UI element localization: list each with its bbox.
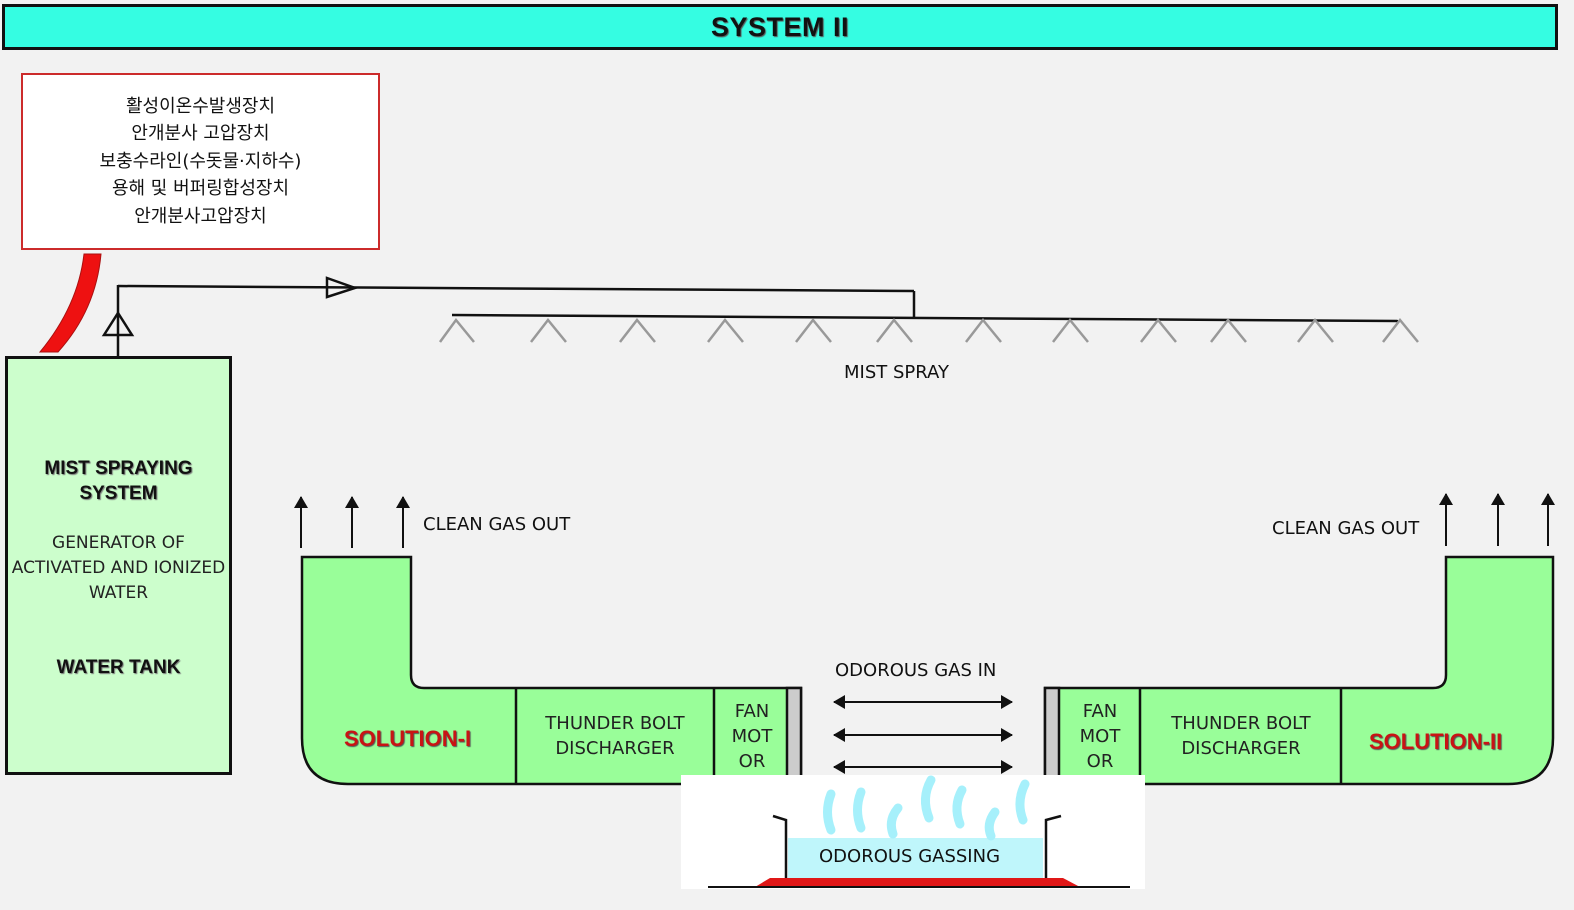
- left-fan-motor-label: FAN MOT OR: [731, 700, 773, 772]
- water-tank: MIST SPRAYING SYSTEM GENERATOR OF ACTIVA…: [5, 356, 232, 775]
- nozzle-icon: [530, 317, 567, 343]
- title-bar: SYSTEM II: [2, 4, 1558, 50]
- gas-in-arrows: [833, 695, 1013, 774]
- heater-plate: [755, 878, 1080, 887]
- nozzle-icon: [795, 317, 832, 343]
- solution-1-label: SOLUTION-I: [344, 726, 472, 751]
- note-line: 활성이온수발생장치: [125, 95, 276, 117]
- note-line: 안개분사고압장치: [134, 205, 267, 227]
- clean-gas-out-label-left: CLEAN GAS OUT: [423, 514, 571, 535]
- right-discharger-label: THUNDER BOLT DISCHARGER: [1171, 713, 1311, 759]
- nozzle-icon: [1052, 317, 1089, 343]
- steam-icon: [823, 775, 1030, 841]
- note-line: 보충수라인(수돗물·지하수): [99, 150, 302, 172]
- nozzle-icon: [707, 317, 744, 343]
- nozzle-icon: [876, 317, 913, 343]
- right-fan-grille: [1043, 686, 1061, 786]
- equipment-note-box: 활성이온수발생장치 안개분사 고압장치 보충수라인(수돗물·지하수) 용해 및 …: [21, 73, 380, 250]
- mist-spray-label: MIST SPRAY: [844, 362, 949, 383]
- clean-gas-out-label-right: CLEAN GAS OUT: [1272, 518, 1420, 539]
- nozzle-icon: [438, 317, 475, 343]
- right-fan-motor-label: FAN MOT OR: [1079, 700, 1121, 772]
- tank-name: WATER TANK: [56, 657, 181, 678]
- nozzle-icon: [619, 317, 656, 343]
- left-discharger-label: THUNDER BOLT DISCHARGER: [545, 713, 685, 759]
- nozzle-icon: [1210, 317, 1247, 343]
- note-connector: [38, 253, 102, 353]
- nozzle-icon: [1140, 317, 1177, 343]
- mist-nozzles: [438, 317, 1419, 343]
- solution-2-label: SOLUTION-II: [1369, 729, 1503, 754]
- odorous-gassing-label: ODOROUS GASSING: [819, 846, 1001, 867]
- nozzle-icon: [1297, 317, 1334, 343]
- nozzle-icon: [965, 317, 1002, 343]
- vessel-water: [788, 838, 1043, 880]
- flow-arrow-right-icon: [325, 276, 359, 299]
- clean-gas-arrows-right: [1439, 493, 1555, 546]
- nozzle-icon: [1382, 317, 1419, 343]
- note-line: 용해 및 버퍼링합성장치: [111, 178, 290, 200]
- supply-pipe: [116, 284, 1399, 357]
- flow-arrow-up-icon: [101, 310, 135, 337]
- note-line: 안개분사 고압장치: [131, 123, 270, 145]
- vessel-walls: [772, 814, 1062, 880]
- page-title: SYSTEM II: [710, 11, 850, 42]
- tank-title: MIST SPRAYING SYSTEM: [44, 458, 193, 504]
- odorous-gas-in-label: ODOROUS GAS IN: [835, 660, 997, 681]
- left-fan-grille: [785, 686, 803, 786]
- tank-description: GENERATOR OF ACTIVATED AND IONIZED WATER: [11, 533, 226, 603]
- clean-gas-arrows-left: [294, 496, 410, 548]
